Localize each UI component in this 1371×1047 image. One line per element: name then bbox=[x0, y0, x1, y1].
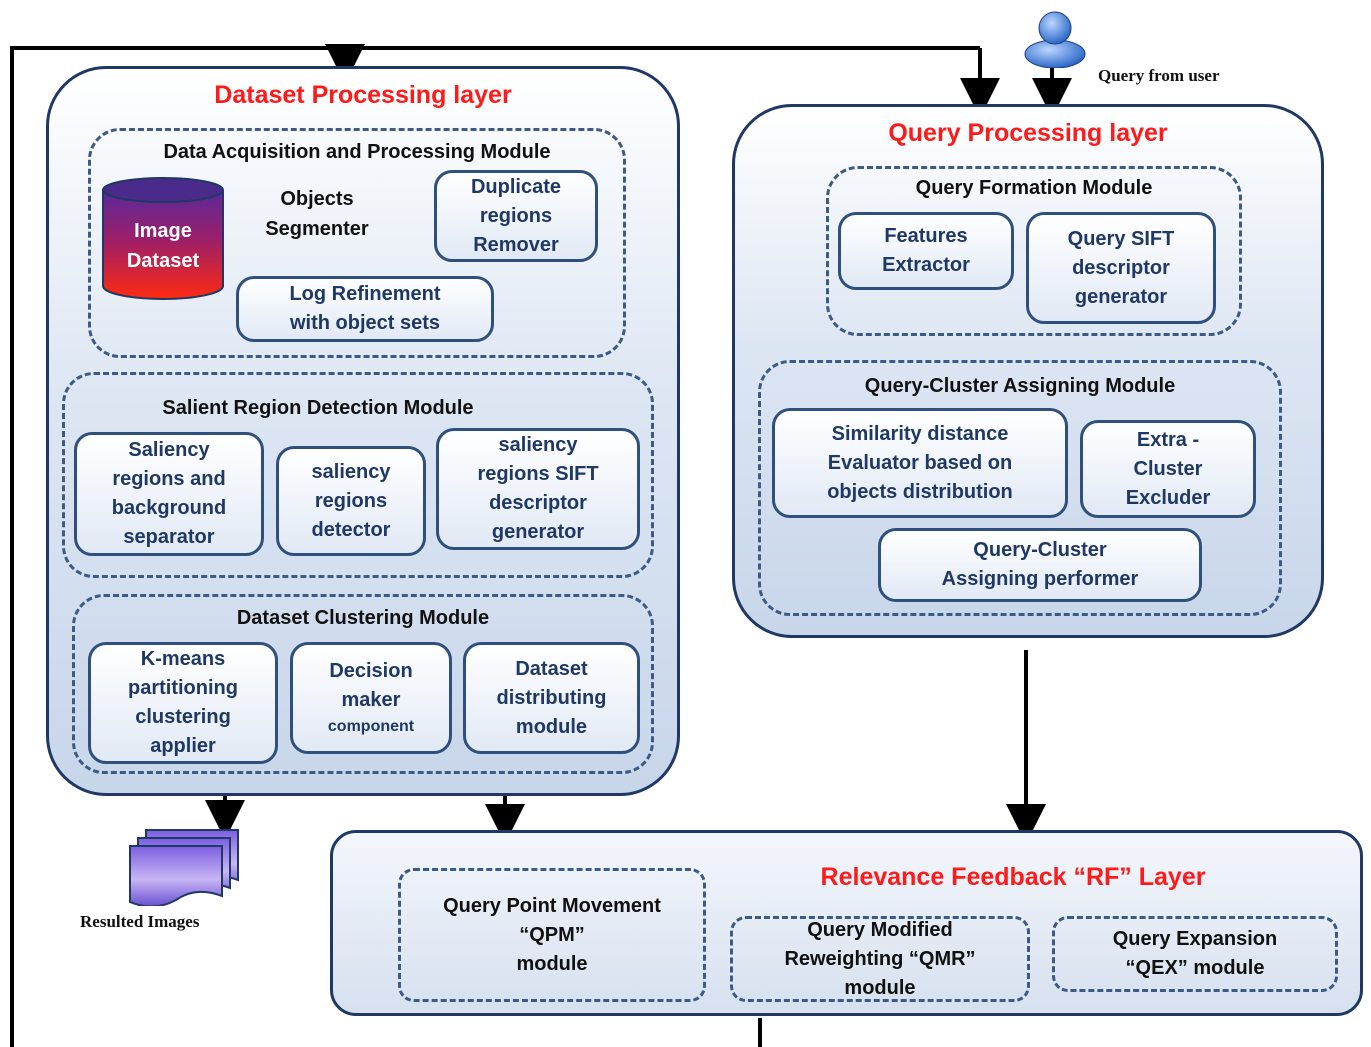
kmeans-applier-box: K-means partitioning clustering applier bbox=[88, 642, 278, 764]
saliency-sift-generator-box: saliency regions SIFT descriptor generat… bbox=[436, 428, 640, 550]
data-acquisition-module-title: Data Acquisition and Processing Module bbox=[163, 141, 551, 163]
data-acquisition-module: Data Acquisition and Processing Module bbox=[88, 128, 626, 358]
query-layer-title: Query Processing layer bbox=[888, 119, 1168, 147]
qex-module-box: Query Expansion “QEX” module bbox=[1052, 916, 1338, 992]
image-dataset-label: Image Dataset bbox=[126, 220, 200, 272]
dataset-clustering-module: Dataset Clustering Module bbox=[72, 594, 654, 774]
decision-maker-box: Decision maker component bbox=[290, 642, 452, 754]
saliency-separator-box: Saliency regions and background separato… bbox=[74, 432, 264, 556]
dataset-distributing-box: Dataset distributing module bbox=[463, 642, 640, 754]
qmr-module-box: Query Modified Reweighting “QMR” module bbox=[730, 916, 1030, 1002]
feedback-loop-line bbox=[10, 46, 980, 1047]
relevance-feedback-layer: Relevance Feedback “RF” Layer bbox=[330, 830, 1363, 1016]
decision-maker-label: Decision maker bbox=[329, 660, 413, 712]
query-formation-module: Query Formation Module bbox=[826, 166, 1242, 336]
objects-segmenter-label: Objects Segmenter bbox=[265, 188, 369, 240]
duplicate-regions-remover-box: Duplicate regions Remover bbox=[434, 170, 598, 262]
clustering-module-title: Dataset Clustering Module bbox=[236, 607, 490, 629]
query-cluster-assigning-module: Query-Cluster Assigning Module bbox=[758, 360, 1282, 616]
database-cylinder-icon bbox=[102, 177, 224, 300]
user-icon bbox=[1024, 11, 1086, 68]
assigning-performer-box: Query-Cluster Assigning performer bbox=[878, 528, 1202, 602]
resulted-images-label: Resulted Images bbox=[80, 912, 200, 931]
log-refinement-box: Log Refinement with object sets bbox=[236, 276, 494, 342]
salient-module-title: Salient Region Detection Module bbox=[162, 397, 474, 419]
image-stack-icon bbox=[129, 829, 239, 906]
qpm-module-box: Query Point Movement “QPM” module bbox=[398, 868, 706, 1002]
saliency-detector-box: saliency regions detector bbox=[276, 446, 426, 556]
rf-layer-title: Relevance Feedback “RF” Layer bbox=[820, 863, 1206, 891]
features-extractor-box: Features Extractor bbox=[838, 212, 1014, 290]
similarity-evaluator-box: Similarity distance Evaluator based on o… bbox=[772, 408, 1068, 518]
query-from-user-label: Query from user bbox=[1098, 66, 1220, 85]
query-cluster-module-title: Query-Cluster Assigning Module bbox=[864, 375, 1176, 397]
extra-cluster-excluder-box: Extra - Cluster Excluder bbox=[1080, 420, 1256, 518]
salient-region-detection-module: Salient Region Detection Module bbox=[62, 372, 654, 578]
query-formation-module-title: Query Formation Module bbox=[915, 177, 1153, 199]
decision-component-label: component bbox=[327, 718, 415, 736]
query-sift-generator-box: Query SIFT descriptor generator bbox=[1026, 212, 1216, 324]
dataset-layer-title: Dataset Processing layer bbox=[214, 81, 512, 109]
